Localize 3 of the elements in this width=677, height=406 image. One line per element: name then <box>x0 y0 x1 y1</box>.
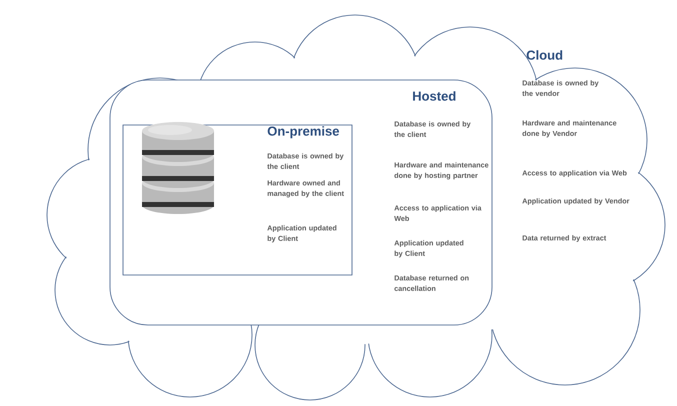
heading: Hosted <box>413 91 456 101</box>
heading: Cloud <box>526 50 562 60</box>
heading: On-premise <box>268 126 339 138</box>
